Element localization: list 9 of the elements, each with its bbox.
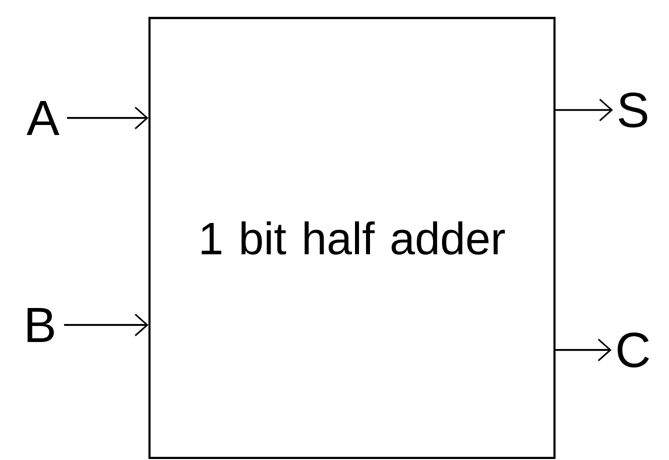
adder-block: 1 bit half adder xyxy=(148,16,556,460)
signal-label: C xyxy=(618,332,649,368)
arrow xyxy=(556,98,613,122)
arrow xyxy=(64,314,148,336)
signal-label: B xyxy=(28,308,54,342)
arrow xyxy=(556,338,612,362)
signal-label: A xyxy=(26,101,60,135)
signal-label: S xyxy=(618,92,648,128)
arrow xyxy=(67,106,148,130)
